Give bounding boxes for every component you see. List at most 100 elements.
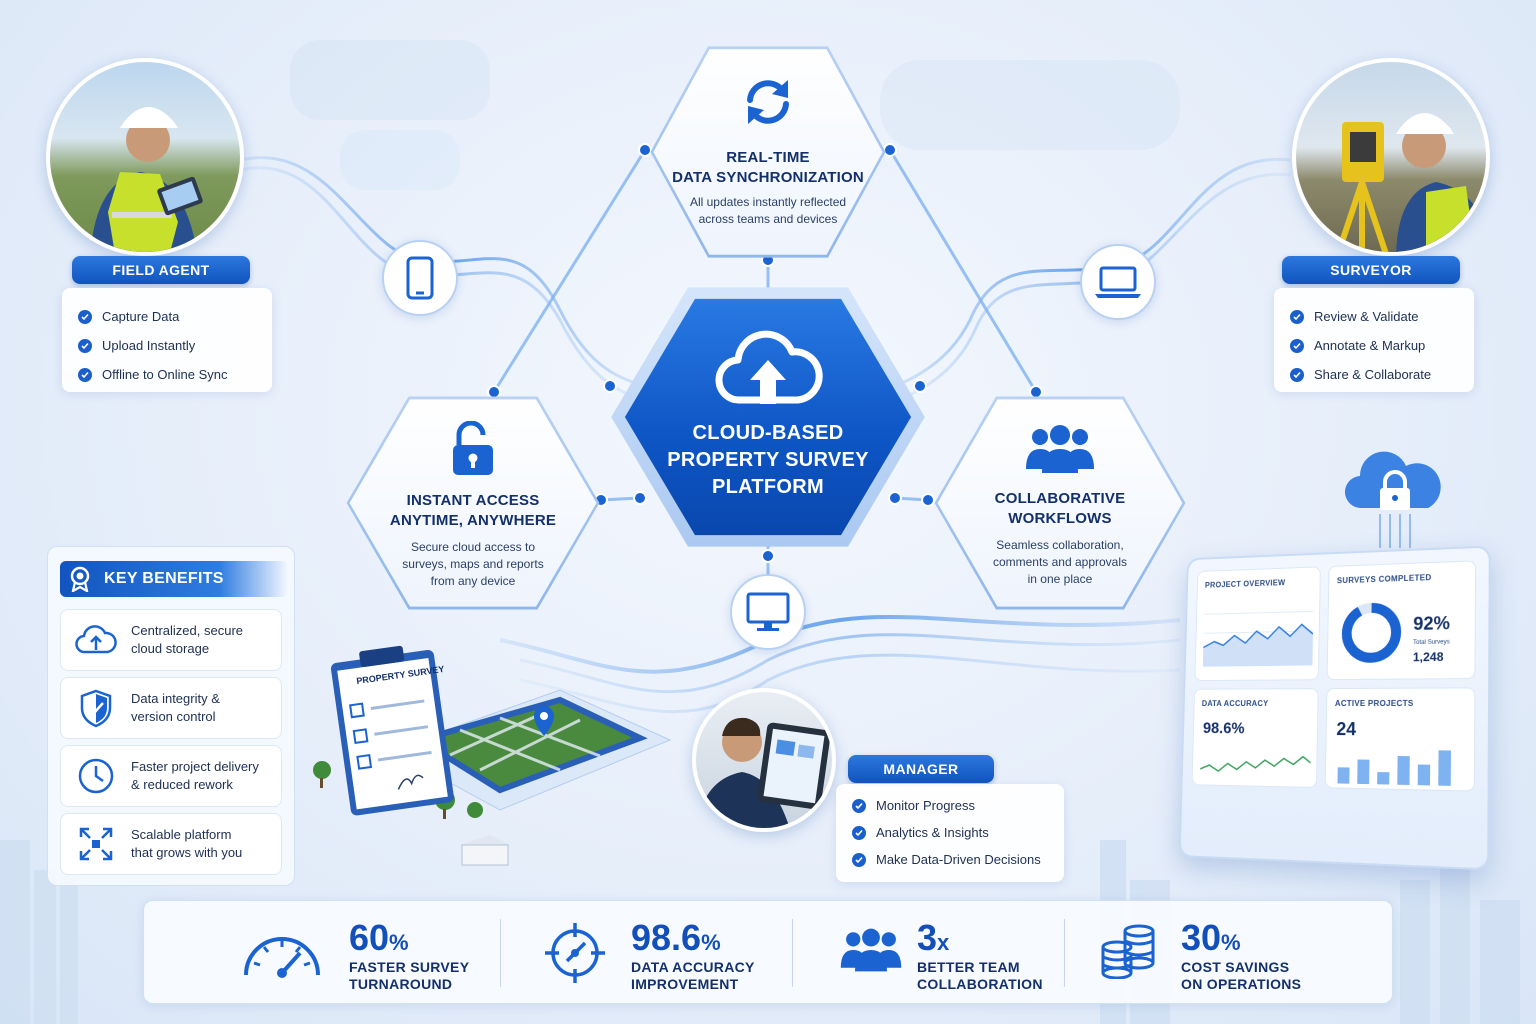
field-agent-task: Capture Data	[78, 302, 258, 331]
target-icon	[545, 923, 605, 983]
access-title-2: ANYTIME, ANYWHERE	[389, 511, 557, 529]
benefit-item: Scalable platform that grows with you	[60, 813, 282, 875]
stat-unit: x	[937, 930, 950, 955]
surveyor-task-label: Share & Collaborate	[1314, 367, 1432, 382]
stat-label-line: DATA ACCURACY	[631, 959, 755, 975]
laptop-icon	[1095, 266, 1141, 298]
stat-value: 60%	[349, 917, 409, 959]
check-icon	[852, 852, 866, 867]
stat-unit: %	[389, 930, 409, 955]
manager-task-label: Make Data-Driven Decisions	[876, 852, 1041, 867]
sync-desc-2: across teams and devices	[698, 212, 838, 226]
check-icon	[1290, 367, 1304, 382]
stat-value: 98.6%	[631, 917, 721, 959]
collab-title-2: WORKFLOWS	[1008, 509, 1112, 527]
shield-check-icon	[80, 689, 112, 728]
feature-access-card: INSTANT ACCESS ANYTIME, ANYWHERE Secure …	[349, 399, 597, 607]
manager-task-label: Monitor Progress	[876, 798, 975, 813]
benefit-line: Centralized, secure	[131, 623, 243, 638]
property-survey-illustration	[313, 645, 672, 866]
sync-title-2: DATA SYNCHRONIZATION	[672, 169, 864, 186]
field-agent-task: Offline to Online Sync	[78, 360, 258, 389]
stat-label-line: FASTER SURVEY	[349, 959, 470, 975]
active-projects-card: ACTIVE PROJECTS 24	[1324, 687, 1476, 792]
benefit-line: version control	[131, 709, 216, 724]
project-overview-card: PROJECT OVERVIEW	[1194, 566, 1321, 682]
benefit-line: Data integrity &	[131, 691, 220, 706]
sync-icon	[747, 80, 789, 124]
stat-label-line: IMPROVEMENT	[631, 976, 739, 992]
stat-unit: %	[701, 930, 721, 955]
stat-unit: %	[1221, 930, 1241, 955]
check-icon	[78, 367, 92, 382]
stat-divider	[792, 919, 793, 987]
surveyor-task-label: Annotate & Markup	[1314, 338, 1426, 353]
check-icon	[852, 798, 866, 813]
monitor-icon	[746, 592, 790, 631]
field-agent-photo	[90, 107, 203, 252]
total-surveys-value: 1,248	[1412, 649, 1444, 665]
stat-label-line: COLLABORATION	[917, 976, 1043, 992]
desktop-device-node	[730, 574, 806, 650]
stat-value: 30%	[1181, 917, 1241, 959]
expand-icon	[79, 827, 113, 861]
collab-title-1: COLLABORATIVE	[994, 489, 1126, 507]
surveyor-task: Share & Collaborate	[1290, 360, 1460, 389]
laptop-device-node	[1080, 244, 1156, 320]
stat-number: 3	[917, 917, 938, 958]
mobile-device-node	[382, 240, 458, 316]
field-agent-avatar	[46, 58, 244, 256]
center-title-2: PROPERTY SURVEY	[667, 448, 869, 471]
check-icon	[1290, 309, 1304, 324]
manager-avatar	[692, 688, 836, 832]
cloud-upload-icon	[715, 330, 823, 404]
coins-icon	[1101, 924, 1155, 979]
stat-number: 60	[349, 917, 390, 958]
check-icon	[1290, 338, 1304, 353]
speedometer-icon	[244, 937, 320, 978]
manager-task: Analytics & Insights	[852, 819, 1050, 846]
surveyor-label: SURVEYOR	[1282, 256, 1460, 284]
access-title-1: INSTANT ACCESS	[406, 491, 540, 509]
data-accuracy-value: 98.6%	[1202, 720, 1245, 738]
surveys-donut-chart	[1339, 600, 1403, 665]
stat-label-line: COST SAVINGS	[1181, 959, 1290, 975]
benefit-line: Faster project delivery	[131, 759, 259, 774]
stat-divider	[1064, 919, 1065, 987]
stat-number: 30	[1181, 917, 1222, 958]
surveyor-task: Review & Validate	[1290, 302, 1460, 331]
field-agent-task-label: Offline to Online Sync	[102, 367, 228, 382]
feature-collab-card: COLLABORATIVE WORKFLOWS Seamless collabo…	[937, 399, 1183, 607]
check-icon	[852, 825, 866, 840]
manager-task: Make Data-Driven Decisions	[852, 846, 1050, 873]
stat-label-line: TURNAROUND	[349, 976, 453, 992]
field-agent-task-label: Capture Data	[102, 309, 180, 324]
center-platform-card: CLOUD-BASED PROPERTY SURVEY PLATFORM	[624, 298, 912, 536]
benefit-item: Faster project delivery& reduced rework	[60, 745, 282, 807]
analytics-dashboard: PROJECT OVERVIEW SURVEYS COMPLETED 92% T…	[1178, 545, 1491, 871]
center-title-3: PLATFORM	[711, 475, 824, 498]
stat-value: 3x	[917, 917, 949, 959]
stat-label-line: BETTER TEAM	[917, 959, 1020, 975]
surveyor-tasks: Review & Validate Annotate & Markup Shar…	[1274, 288, 1474, 392]
accuracy-sparkline	[1200, 749, 1311, 780]
surveyor-task-label: Review & Validate	[1314, 309, 1419, 324]
stat-number: 98.6	[631, 917, 702, 958]
total-surveys-label: Total Surveys	[1413, 639, 1450, 647]
sync-title-1: REAL-TIME	[726, 149, 810, 166]
stat-label-line: ON OPERATIONS	[1181, 976, 1302, 992]
benefit-line: Scalable platform	[131, 827, 232, 842]
benefit-line: that grows with you	[131, 845, 243, 860]
collab-desc-2: comments and approvals	[992, 554, 1128, 569]
access-desc-1: Secure cloud access to	[410, 539, 536, 554]
cloud-lock-graphic	[1344, 451, 1441, 548]
